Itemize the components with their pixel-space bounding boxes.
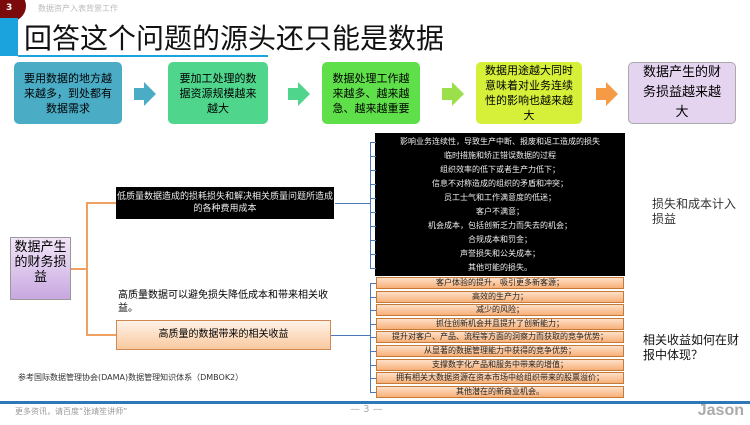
- connector: [370, 337, 376, 339]
- connector: [335, 203, 370, 204]
- arrow-icon: [442, 82, 464, 106]
- loss-item: 信息不对称造成的组织的矛盾和冲突；: [432, 179, 568, 188]
- benefit-question: 相关收益如何在财报中体现？: [643, 333, 740, 362]
- connector: [370, 184, 376, 185]
- flow-step: 数据用途越大同时意味着对业务连续性的影响也越来越大: [476, 62, 582, 124]
- loss-item: 合规成本和罚金；: [468, 235, 532, 244]
- page-number: — 3 —: [350, 404, 383, 415]
- connector: [370, 323, 376, 325]
- benefit-item: 客户体验的提升，吸引更多新客源；: [376, 277, 624, 289]
- loss-item: 客户不满意；: [476, 207, 524, 216]
- slide-number-badge: 3: [0, 0, 26, 22]
- title-accent-bar: [0, 18, 18, 56]
- connector: [370, 254, 376, 255]
- connector: [370, 378, 376, 380]
- loss-accounting-note: 损失和成本计入损益: [652, 197, 737, 226]
- loss-item: 其他可能的损失。: [468, 263, 532, 272]
- flow-step: 要加工处理的数据资源规模越来越大: [168, 62, 268, 124]
- loss-item: 员工士气和工作满意度的低迷；: [444, 193, 556, 202]
- arrow-icon: [596, 82, 618, 106]
- connector: [370, 212, 376, 213]
- loss-list: 影响业务连续性，导致生产中断、报废和返工造成的损失临时措施和矫正错误数据的过程组…: [375, 133, 625, 276]
- flow-step: 要用数据的地方越来越多，到处都有数据需求: [14, 62, 122, 124]
- benefit-item: 高效的生产力；: [376, 290, 624, 303]
- connector: [331, 335, 370, 336]
- quality-note: 高质量数据可以避免损失降低成本和带来相关收益。: [118, 290, 328, 314]
- arrow-icon: [134, 82, 156, 106]
- root-node: 数据产生的财务损益: [10, 237, 71, 300]
- loss-item: 组织效率的低下或者生产力低下；: [440, 165, 560, 174]
- connector: [370, 351, 376, 352]
- connector: [370, 226, 376, 227]
- connector: [370, 296, 376, 298]
- connector: [370, 364, 376, 366]
- loss-item: 声誉损失和公关成本；: [460, 249, 540, 258]
- connector: [71, 268, 87, 270]
- connector: [370, 142, 371, 268]
- connector: [370, 268, 376, 269]
- footer-line: [0, 401, 750, 404]
- connector: [86, 202, 88, 335]
- benefit-category: 高质量的数据带来的相关收益: [116, 320, 331, 350]
- loss-item: 机会成本，包括创新乏力而失去的机会；: [428, 221, 572, 230]
- flow-step: 数据处理工作越来越多、越来越急、越来越重要: [322, 62, 420, 124]
- connector: [370, 198, 376, 199]
- loss-item: 影响业务连续性，导致生产中断、报废和返工造成的损失: [400, 137, 600, 146]
- section-subtitle: 数据资产入表背景工作: [38, 4, 118, 13]
- connector: [370, 240, 376, 241]
- connector: [370, 283, 376, 284]
- connector: [370, 391, 376, 393]
- benefit-item: 减少的风险；: [376, 304, 624, 317]
- benefit-item: 从显著的数据管理能力中获得的竞争优势；: [376, 345, 624, 357]
- connector: [86, 334, 116, 336]
- benefit-item: 拥有相关大数据资源在资本市场中给组织带来的股票溢价；: [376, 372, 624, 385]
- connector: [86, 202, 116, 204]
- connector: [370, 170, 376, 171]
- connector: [370, 142, 376, 143]
- footer-text: 更多资讯，请百度“张靖笙讲师”: [15, 407, 128, 416]
- loss-item: 临时措施和矫正错误数据的过程: [444, 151, 556, 160]
- benefit-item: 提升对客户、产品、流程等方面的洞察力而获取的竞争优势；: [376, 331, 624, 344]
- title-underline: [18, 55, 268, 57]
- connector: [370, 283, 371, 393]
- arrow-icon: [288, 82, 310, 106]
- page-title: 回答这个问题的源头还只能是数据: [24, 22, 445, 55]
- benefit-item: 其他潜在的新商业机会。: [376, 385, 624, 398]
- brand-logo: Jason: [697, 402, 744, 419]
- reference-text: 参考国际数据管理协会(DAMA)数据管理知识体系（DMBOK2）: [18, 373, 244, 382]
- flow-step: 数据产生的财务损益越来越大: [628, 62, 736, 124]
- connector: [370, 310, 376, 312]
- connector: [370, 156, 376, 157]
- loss-category: 低质量数据造成的损耗损失和解决相关质量问题所造成的各种费用成本: [116, 187, 334, 219]
- benefit-item: 抓住创新机会并且提升了创新能力；: [376, 317, 624, 330]
- benefit-item: 支撑数字化产品和服务中带来的增值；: [376, 358, 624, 371]
